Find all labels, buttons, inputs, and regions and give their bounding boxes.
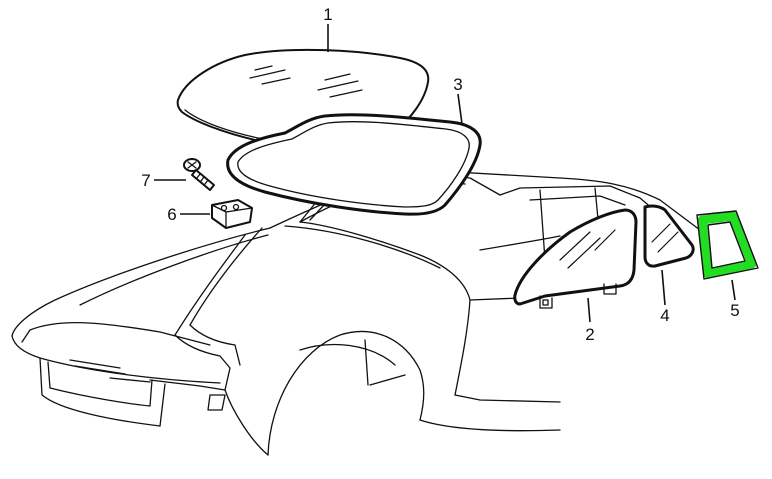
part-5-quarter-window-seal[interactable]: [696, 210, 759, 280]
callout-4: 4: [660, 306, 669, 325]
leader-3: [457, 93, 463, 125]
part-6-clip: [211, 199, 253, 229]
part-3-windshield-seal: [226, 113, 482, 216]
part-4-vent-window: [643, 204, 695, 268]
callout-7: 7: [141, 171, 150, 190]
car-body: [11, 169, 701, 456]
highlight-outline: [697, 211, 757, 279]
callout-2: 2: [585, 325, 594, 344]
callout-5: 5: [730, 301, 739, 320]
leader-2: [587, 297, 591, 323]
part-2-door-window: [513, 208, 638, 309]
leader-5: [731, 279, 736, 301]
part-7-screw: [183, 158, 215, 191]
callout-3: 3: [453, 75, 462, 94]
callout-numbers: 1 3 7 6 2 4 5: [141, 5, 739, 344]
leader-lines: [154, 24, 736, 323]
callout-1: 1: [323, 5, 332, 24]
leader-4: [661, 269, 666, 306]
callout-6: 6: [167, 205, 176, 224]
